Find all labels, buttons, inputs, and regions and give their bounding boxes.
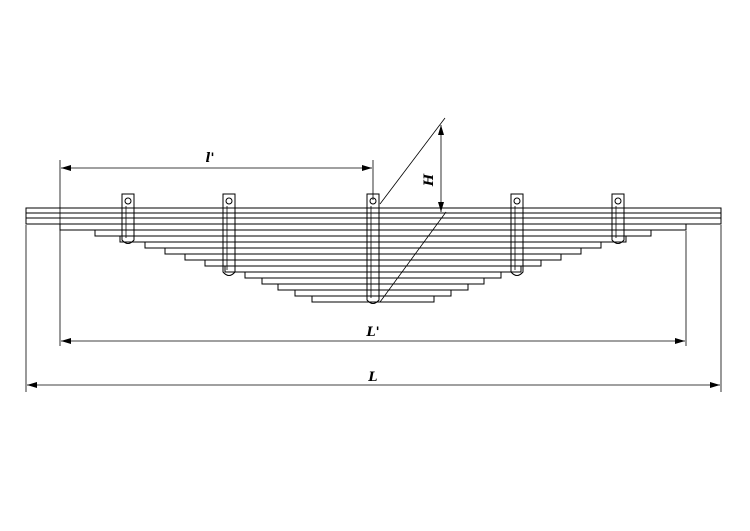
leaf: [184, 253, 562, 261]
leaf: [294, 289, 452, 297]
dimension-H: H: [379, 117, 447, 303]
label-H: H: [422, 173, 437, 187]
clamp: [121, 193, 135, 244]
leaf: [119, 235, 627, 243]
spring-clamps: [121, 193, 625, 304]
clamp: [510, 193, 524, 276]
dimension-L-prime: L': [61, 325, 685, 344]
leaf: [277, 283, 469, 291]
leaf: [244, 271, 502, 279]
leaf: [311, 295, 435, 303]
leaf: [261, 277, 485, 285]
leaf: [94, 229, 652, 237]
dimension-l-prime: l': [61, 151, 372, 171]
label-L-prime: L': [365, 325, 379, 340]
clamp: [366, 193, 380, 304]
clamp: [222, 193, 236, 276]
leaf: [204, 259, 542, 267]
leaf: [144, 241, 602, 249]
main-leaves: [25, 207, 722, 231]
leaf: [224, 265, 522, 273]
label-L: L: [367, 370, 377, 385]
label-l-prime: l': [206, 151, 215, 166]
dimension-L: L: [27, 370, 720, 388]
extension-lines: [25, 160, 722, 392]
clamp: [611, 193, 625, 244]
graduated-leaves: [94, 229, 652, 303]
